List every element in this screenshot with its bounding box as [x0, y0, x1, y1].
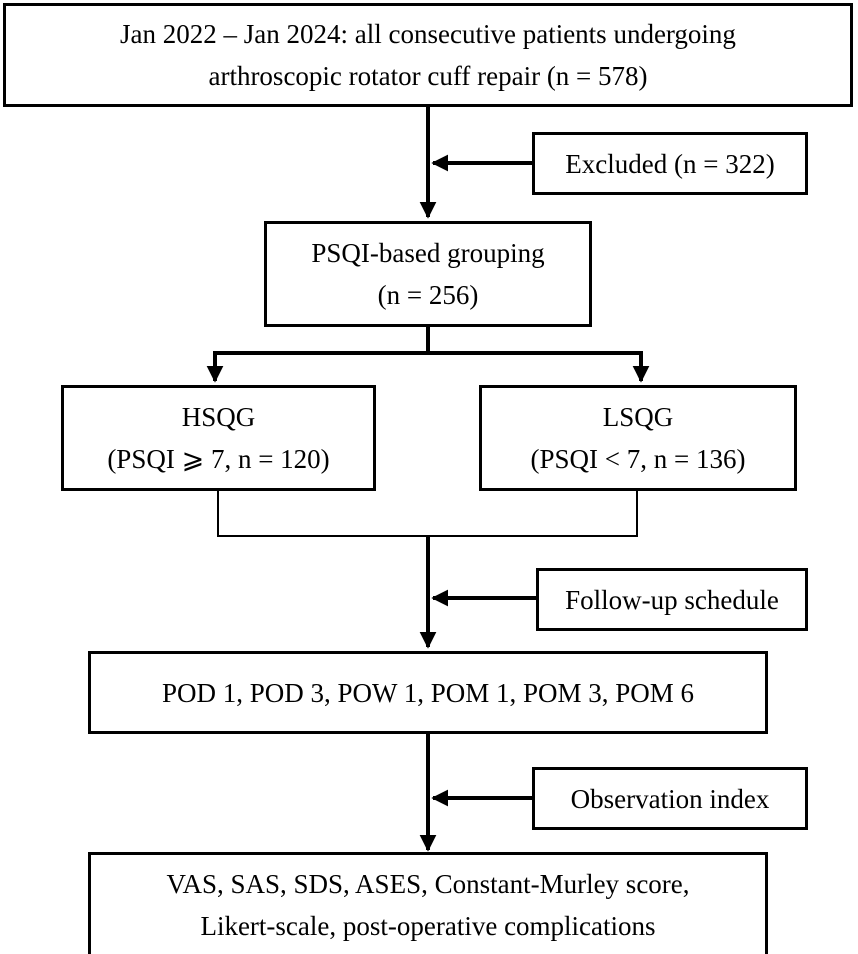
- outcomes-line-1: VAS, SAS, SDS, ASES, Constant-Murley sco…: [166, 869, 690, 899]
- outcomes-box: VAS, SAS, SDS, ASES, Constant-Murley sco…: [88, 852, 768, 954]
- grouping-line-2: (n = 256): [377, 280, 479, 310]
- excluded-label: Excluded (n = 322): [565, 148, 775, 179]
- lsqg-title: LSQG: [602, 402, 674, 432]
- grouping-line-1: PSQI-based grouping: [311, 238, 545, 268]
- enrollment-box: Jan 2022 – Jan 2024: all consecutive pat…: [3, 3, 853, 107]
- followup-schedule-label: Follow-up schedule: [565, 584, 779, 615]
- lsqg-criteria: (PSQI < 7, n = 136): [530, 444, 746, 474]
- observation-index-label: Observation index: [570, 783, 770, 814]
- enrollment-line-1: Jan 2022 – Jan 2024: all consecutive pat…: [120, 19, 736, 49]
- outcomes-line-2: Likert-scale, post-operative complicatio…: [200, 911, 656, 941]
- enrollment-line-2: arthroscopic rotator cuff repair (n = 57…: [208, 61, 648, 91]
- lsqg-box: LSQG (PSQI < 7, n = 136): [479, 385, 797, 491]
- excluded-box: Excluded (n = 322): [532, 132, 808, 195]
- followup-schedule-box: Follow-up schedule: [536, 568, 808, 631]
- observation-index-box: Observation index: [532, 767, 808, 830]
- hsqg-box: HSQG (PSQI ⩾ 7, n = 120): [61, 385, 376, 491]
- timepoints-label: POD 1, POD 3, POW 1, POM 1, POM 3, POM 6: [161, 677, 695, 708]
- grouping-box: PSQI-based grouping (n = 256): [264, 221, 592, 327]
- timepoints-box: POD 1, POD 3, POW 1, POM 1, POM 3, POM 6: [88, 651, 768, 734]
- hsqg-title: HSQG: [181, 402, 256, 432]
- hsqg-criteria: (PSQI ⩾ 7, n = 120): [107, 444, 330, 474]
